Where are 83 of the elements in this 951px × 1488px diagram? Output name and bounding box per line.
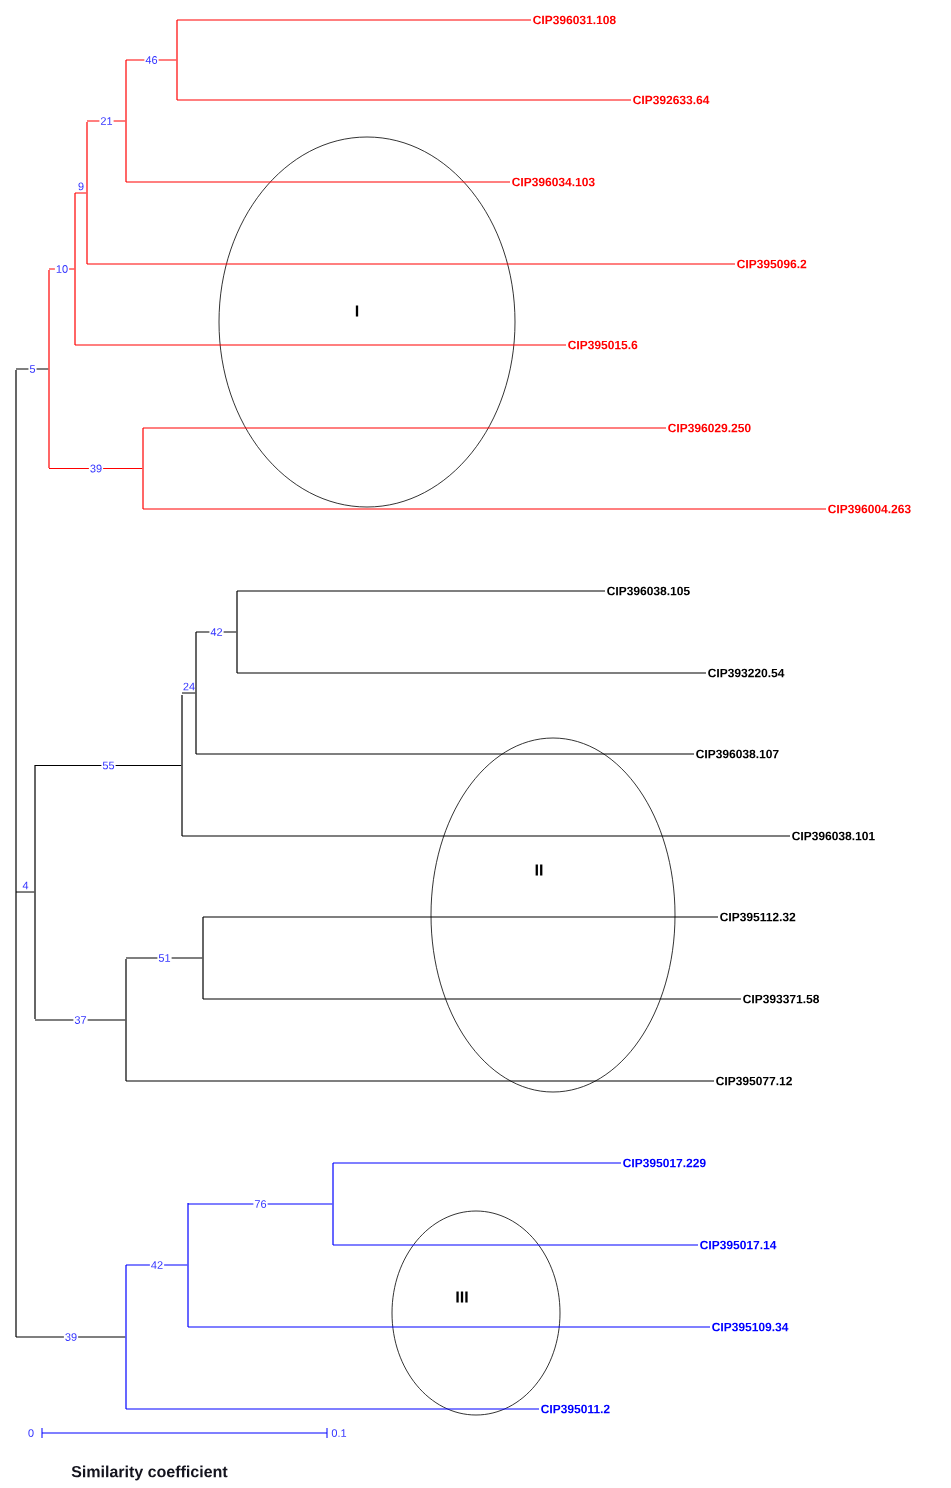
bootstrap-value: 51 (157, 953, 172, 963)
branch-line (142, 428, 144, 509)
branch-line (48, 268, 75, 270)
branch-line (332, 1244, 699, 1246)
leaf-label: CIP395011.2 (541, 1404, 610, 1414)
bootstrap-value: 55 (101, 760, 116, 771)
branch-line (236, 672, 707, 674)
branch-line (86, 122, 88, 264)
scale-label: 0.1 (331, 1429, 347, 1437)
leaf-label: CIP395112.32 (720, 912, 796, 922)
branch-line (15, 368, 49, 370)
branch-line (195, 632, 197, 754)
branch-line (15, 370, 17, 1337)
branch-line (74, 192, 87, 194)
branch-line (125, 1408, 540, 1410)
branch-line (15, 891, 35, 893)
bootstrap-value: 42 (149, 1260, 165, 1270)
branch-line (195, 753, 695, 755)
bootstrap-value: 46 (144, 55, 159, 65)
bootstrap-value: 10 (54, 264, 70, 274)
branch-line (236, 591, 238, 673)
bootstrap-value: 76 (253, 1199, 268, 1209)
branch-line (332, 1163, 334, 1245)
branch-line (176, 99, 632, 101)
leaf-label: CIP395096.2 (737, 259, 807, 269)
branch-line (34, 765, 182, 766)
branch-line (236, 590, 606, 592)
bootstrap-value: 9 (78, 182, 84, 191)
branch-line (74, 344, 567, 346)
branch-line (125, 959, 127, 1081)
bootstrap-value: 4 (22, 881, 29, 890)
branch-line (202, 917, 204, 999)
branch-line (195, 631, 237, 633)
leaf-label: CIP396029.250 (668, 423, 751, 433)
scale-label: 0 (28, 1429, 34, 1437)
branch-line (125, 1265, 127, 1409)
branch-line (181, 695, 183, 836)
branch-line (181, 835, 791, 837)
leaf-label: CIP395017.14 (700, 1240, 777, 1250)
branch-line (187, 1203, 333, 1205)
bootstrap-value: 24 (183, 682, 195, 691)
leaf-label: CIP395077.12 (716, 1076, 792, 1086)
branch-line (181, 692, 196, 694)
leaf-label: CIP396038.105 (607, 586, 690, 596)
leaf-label: CIP396004.263 (828, 504, 911, 514)
branch-line (15, 1336, 126, 1338)
bootstrap-value: 5 (28, 364, 37, 374)
branch-line (86, 120, 126, 122)
leaf-label: CIP396031.108 (533, 15, 616, 25)
branch-line (202, 916, 719, 918)
leaf-label: CIP396038.101 (792, 831, 875, 841)
branch-line (125, 1080, 715, 1082)
axis-title: Similarity coefficient (71, 1465, 228, 1481)
branch-line (142, 508, 827, 510)
leaf-label: CIP396038.107 (696, 749, 779, 759)
branch-line (86, 263, 736, 265)
branch-line (142, 427, 667, 429)
leaf-label: CIP395109.34 (712, 1322, 789, 1332)
branch-line (176, 19, 532, 21)
bootstrap-value: 37 (73, 1015, 88, 1025)
branch-line (74, 193, 76, 345)
branch-line (125, 957, 203, 959)
branch-line (34, 765, 36, 1019)
leaf-label: CIP393220.54 (708, 668, 785, 678)
bootstrap-value: 21 (99, 116, 114, 126)
leaf-label: CIP393371.58 (743, 994, 820, 1004)
branch-line (125, 60, 127, 182)
bootstrap-value: 39 (63, 1332, 79, 1342)
leaf-label: CIP395015.6 (568, 340, 638, 350)
bootstrap-value: 42 (209, 627, 224, 637)
leaf-label: CIP392633.64 (633, 95, 710, 105)
branch-line (48, 270, 50, 468)
branch-line (176, 20, 178, 100)
branch-line (187, 1203, 189, 1327)
branch-line (187, 1326, 711, 1328)
branch-line (125, 181, 511, 183)
bootstrap-value: 39 (88, 463, 104, 474)
branch-line (34, 1019, 126, 1021)
leaf-label: CIP396034.103 (512, 177, 595, 187)
branch-line (48, 468, 143, 469)
branch-line (332, 1162, 622, 1164)
leaf-label: CIP395017.229 (623, 1158, 706, 1168)
branch-line (202, 998, 742, 1000)
